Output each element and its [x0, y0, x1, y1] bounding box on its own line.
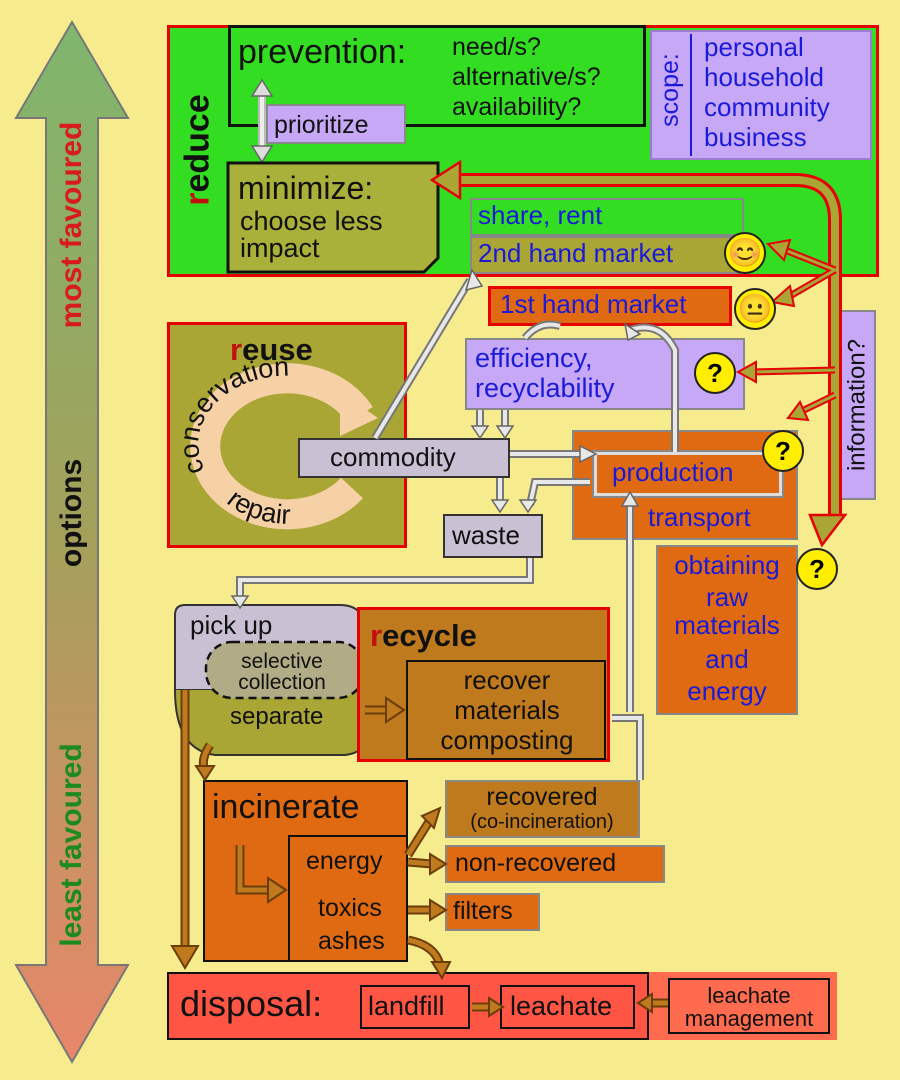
separate-label: separate — [230, 703, 324, 730]
recycle-title-r: r — [370, 618, 383, 653]
scope-item-personal: personal — [704, 32, 804, 62]
recovered-box — [445, 780, 640, 838]
commodity-label: commodity — [330, 442, 456, 472]
leachate-management-box — [668, 978, 830, 1034]
first-hand-label: 1st hand market — [500, 289, 687, 319]
recycle-line-2: materials — [454, 695, 560, 725]
recycle-title-rest: ecycle — [382, 618, 477, 653]
transport-label: transport — [648, 502, 751, 532]
raw-line-5: energy — [687, 676, 767, 706]
waste-label: waste — [452, 520, 520, 550]
scope-divider — [690, 34, 692, 156]
minimize-line-2: impact — [240, 233, 320, 263]
efficiency-line-1: efficiency, — [475, 343, 593, 373]
landfill-box — [360, 985, 470, 1029]
recycle-line-3: composting — [440, 725, 574, 755]
raw-line-2: raw — [706, 582, 748, 612]
waste-box — [443, 514, 543, 558]
coincineration-label: (co-incineration) — [470, 811, 614, 833]
nonrecovered-label: non-recovered — [455, 849, 617, 877]
share-rent-box — [470, 198, 744, 236]
toxics-label: toxics — [318, 894, 382, 922]
production-box — [592, 450, 784, 498]
incinerate-inner-box — [288, 835, 408, 962]
filters-box — [445, 893, 540, 931]
prevention-item-availability: availability? — [452, 93, 582, 121]
incinerate-title: incinerate — [212, 788, 360, 826]
minimize-title: minimize: — [238, 170, 374, 206]
nonrecovered-box — [445, 845, 665, 883]
prioritize-label: prioritize — [274, 111, 369, 139]
recovered-label: recovered — [486, 783, 598, 811]
prevention-item-alternatives: alternative/s? — [452, 63, 601, 91]
recycle-title: recycle — [370, 618, 477, 654]
disposal-title: disposal: — [180, 983, 323, 1024]
scope-box — [650, 30, 872, 160]
leachate-management-line-2: management — [684, 1006, 814, 1031]
production-label: production — [612, 457, 734, 487]
prioritize-box — [266, 104, 406, 144]
recycle-line-1: recover — [463, 665, 551, 695]
reuse-title: reuse — [230, 332, 313, 368]
recycle-panel — [357, 607, 610, 762]
selective-line-2: collection — [238, 671, 326, 694]
reuse-title-rest: euse — [242, 332, 313, 367]
raw-line-4: and — [705, 644, 749, 674]
ashes-label: ashes — [318, 927, 385, 955]
question-icon-production: ? — [762, 430, 804, 472]
raw-line-3: materials — [674, 610, 780, 640]
recycle-inner-box — [406, 660, 606, 760]
happy-face-icon: 😊 — [724, 232, 766, 274]
second-hand-label: 2nd hand market — [478, 238, 674, 268]
share-rent-label: share, rent — [478, 200, 603, 230]
landfill-label: landfill — [368, 991, 445, 1021]
question-icon-efficiency: ? — [694, 352, 736, 394]
raw-line-1: obtaining — [674, 550, 780, 580]
commodity-box — [298, 438, 510, 478]
leachate-management-panel — [649, 972, 837, 1040]
neutral-face-icon: 😐 — [734, 288, 776, 330]
selective-line-1: selective — [241, 650, 323, 673]
energy-label: energy — [306, 847, 383, 875]
minimize-line-1: choose less — [240, 206, 383, 236]
question-icon-raw: ? — [796, 548, 838, 590]
reuse-title-r: r — [230, 332, 243, 367]
prevention-title: prevention: — [238, 33, 407, 71]
efficiency-line-2: recyclability — [475, 373, 615, 403]
filters-label: filters — [453, 897, 513, 925]
leachate-management-line-1: leachate — [707, 983, 791, 1008]
scope-item-community: community — [704, 92, 830, 122]
prevention-item-needs: need/s? — [452, 33, 541, 61]
raw-materials-box — [656, 545, 798, 715]
scope-item-household: household — [704, 62, 824, 92]
leachate-label: leachate — [510, 991, 613, 1021]
scope-item-business: business — [704, 122, 807, 152]
pickup-label: pick up — [190, 610, 273, 640]
first-hand-box — [488, 286, 732, 326]
